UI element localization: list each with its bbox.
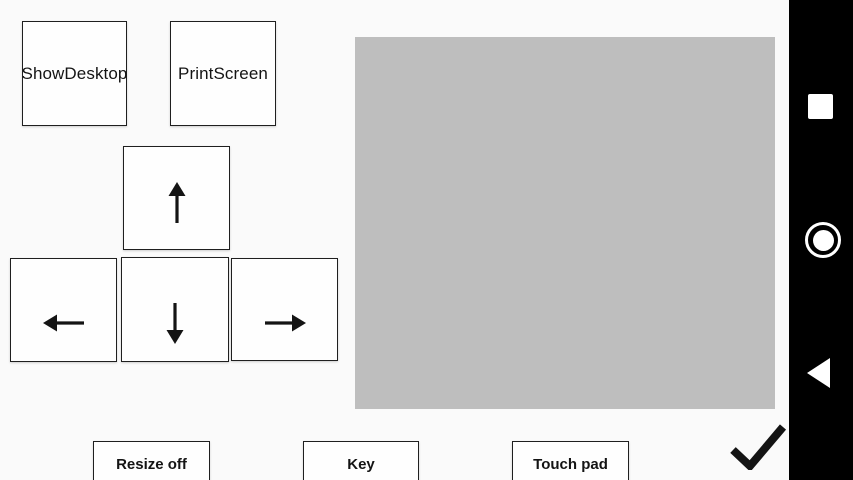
print-screen-key-label: PrintScreen xyxy=(178,63,268,83)
touchpad-mode-label: Touch pad xyxy=(533,455,608,473)
arrow-up-key-button[interactable] xyxy=(123,146,230,250)
arrow-down-key-button[interactable] xyxy=(121,257,229,362)
back-button[interactable] xyxy=(807,358,830,388)
key-mode-label: Key xyxy=(347,455,375,473)
arrow-right-icon xyxy=(264,314,306,331)
resize-toggle-button[interactable]: Resize off xyxy=(93,441,210,480)
recents-button[interactable] xyxy=(808,94,833,119)
arrow-left-icon xyxy=(42,314,84,332)
checkmark-icon xyxy=(730,424,787,470)
recents-square-icon xyxy=(808,94,833,119)
show-desktop-key-button[interactable]: ShowDesktop xyxy=(22,21,127,126)
home-button[interactable] xyxy=(805,222,841,258)
arrow-down-icon xyxy=(166,302,184,344)
key-mode-button[interactable]: Key xyxy=(303,441,419,480)
home-circle-icon xyxy=(805,222,841,258)
android-navigation-bar xyxy=(789,0,853,480)
touchpad-surface[interactable] xyxy=(355,37,775,409)
print-screen-key-button[interactable]: PrintScreen xyxy=(170,21,276,126)
confirm-button[interactable] xyxy=(726,421,790,473)
arrow-right-key-button[interactable] xyxy=(231,258,338,361)
back-triangle-icon xyxy=(807,358,830,388)
arrow-left-key-button[interactable] xyxy=(10,258,117,362)
arrow-up-icon xyxy=(168,182,185,223)
resize-toggle-label: Resize off xyxy=(116,455,187,473)
touchpad-mode-button[interactable]: Touch pad xyxy=(512,441,629,480)
show-desktop-key-label: ShowDesktop xyxy=(21,63,128,83)
